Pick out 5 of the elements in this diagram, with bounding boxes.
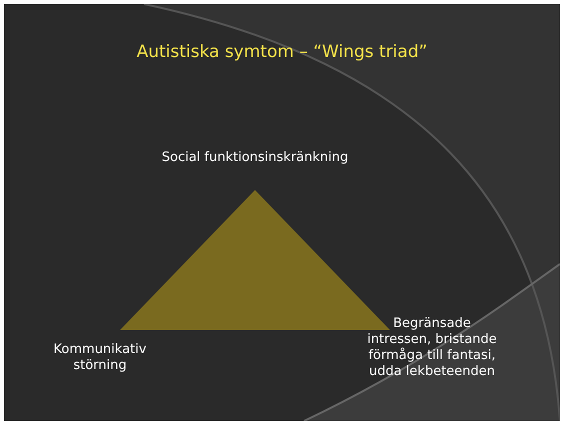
slide-title: Autistiska symtom – “Wings triad” [136, 42, 428, 62]
vertex-label: Begränsade intressen, bristande förmåga till fantasi, udda lekbeteenden [366, 316, 498, 380]
vertex-label: Social funktionsinskränkning [160, 150, 350, 166]
vertex-label: Kommunikativ störning [52, 342, 148, 374]
triangle [120, 190, 390, 330]
